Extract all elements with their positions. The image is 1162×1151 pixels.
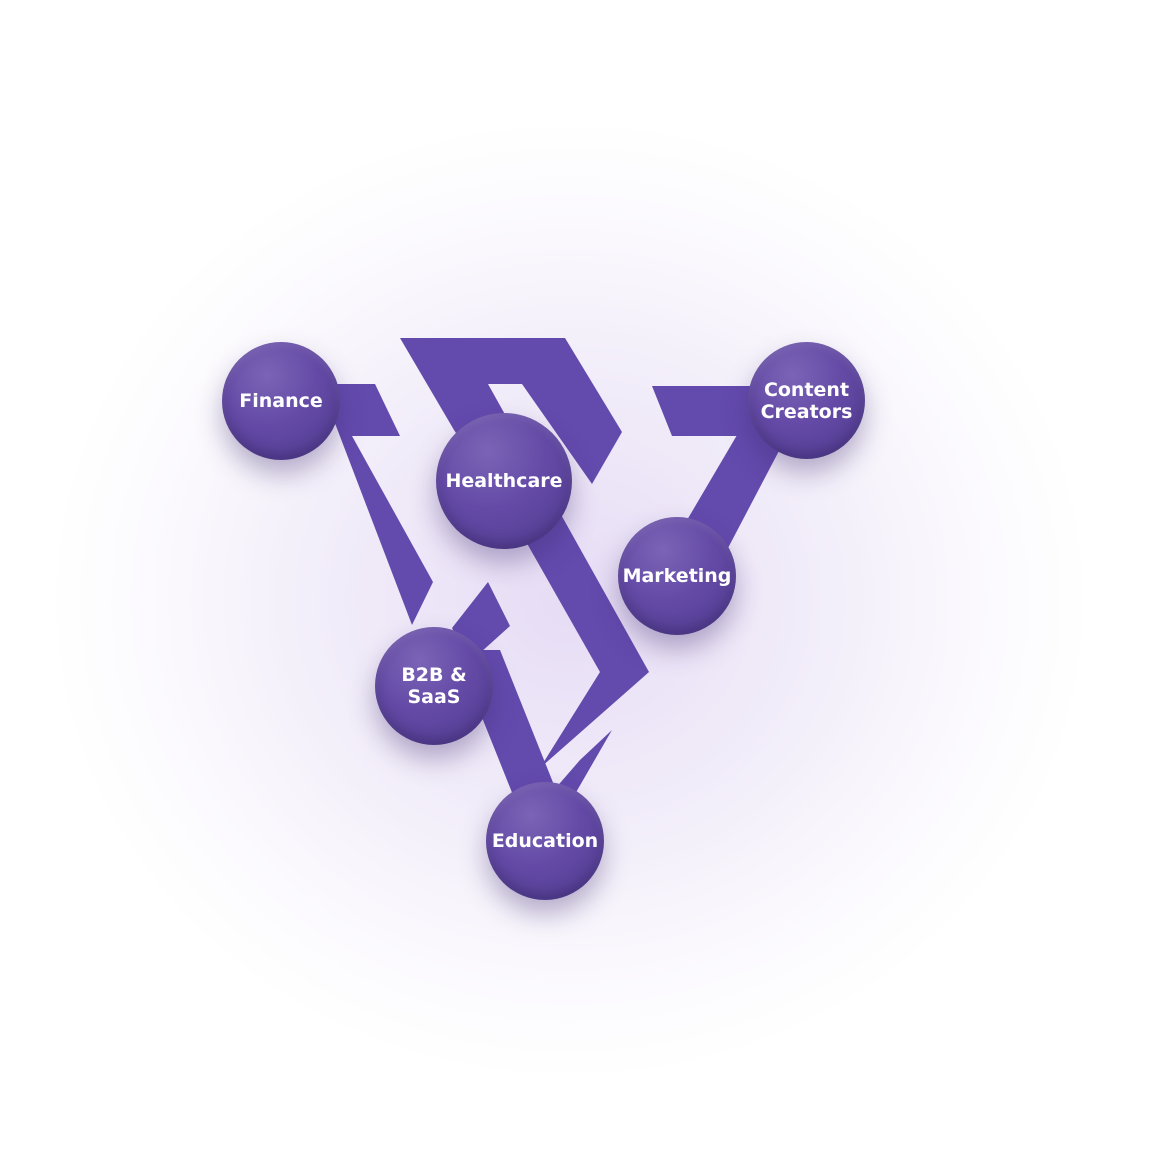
node-healthcare-label: Healthcare [445, 470, 563, 492]
node-b2b-saas-label: B2B & SaaS [401, 664, 467, 708]
node-education[interactable]: Education [486, 782, 604, 900]
node-content-creators[interactable]: Content Creators [748, 342, 865, 459]
node-finance-label: Finance [239, 390, 323, 412]
node-marketing[interactable]: Marketing [618, 517, 736, 635]
node-b2b-saas[interactable]: B2B & SaaS [375, 627, 493, 745]
node-education-label: Education [491, 830, 599, 852]
logo-s-stroke [400, 338, 649, 768]
node-finance[interactable]: Finance [222, 342, 340, 460]
logo-left-arm [320, 384, 433, 625]
node-healthcare[interactable]: Healthcare [436, 413, 572, 549]
node-marketing-label: Marketing [622, 565, 732, 587]
logo-right-diagonal [680, 430, 790, 548]
node-content-creators-label: Content Creators [760, 378, 853, 423]
